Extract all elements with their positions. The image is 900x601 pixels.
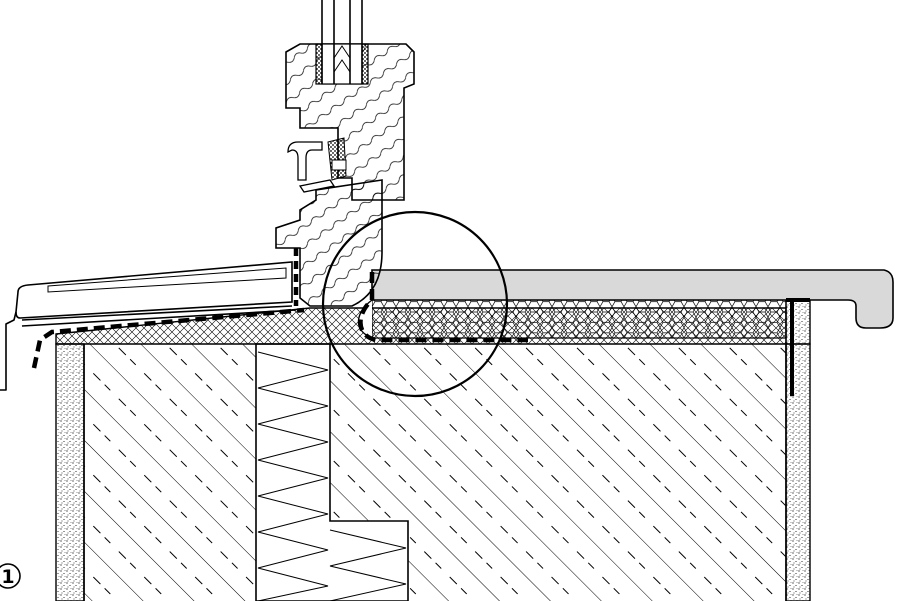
sealing-tape-exterior bbox=[31, 248, 305, 369]
masonry-wall bbox=[83, 344, 787, 601]
detail-highlight-circle bbox=[321, 210, 509, 398]
interior-window-sill bbox=[371, 269, 894, 329]
window-frame-lower bbox=[275, 179, 383, 307]
glazing-unit bbox=[321, 0, 363, 84]
detail-number-label: 1 bbox=[1, 566, 14, 588]
internal-plaster bbox=[785, 299, 811, 601]
detail-callout: 1 bbox=[0, 563, 21, 589]
drip-profile-and-gaskets bbox=[287, 137, 347, 193]
external-plaster bbox=[55, 343, 85, 601]
window-sash bbox=[285, 43, 415, 201]
foam-under-interior-sill bbox=[357, 299, 787, 339]
sealing-tape-interior bbox=[358, 272, 810, 396]
